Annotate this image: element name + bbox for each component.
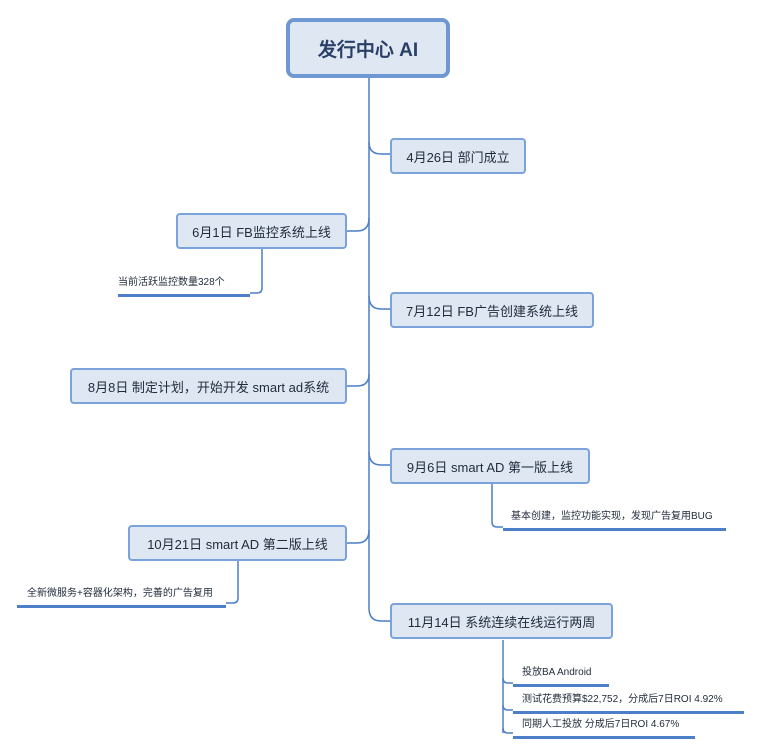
note-v1-features[interactable]: 基本创建，监控功能实现，发现广告复用BUG xyxy=(503,510,726,531)
note-v2-architecture[interactable]: 全新微服务+容器化架构，完善的广告复用 xyxy=(17,587,226,608)
note-active-monitors[interactable]: 当前活跃监控数量328个 xyxy=(118,276,250,297)
branch-m5 xyxy=(368,451,390,466)
branch-m3 xyxy=(368,295,390,310)
milestone-1114[interactable]: 11月14日 系统连续在线运行两周 xyxy=(390,603,613,639)
milestone-0712[interactable]: 7月12日 FB广告创建系统上线 xyxy=(390,292,594,328)
note-connector-6 xyxy=(502,727,513,734)
branch-m4 xyxy=(347,373,370,387)
note-connector-1 xyxy=(250,249,263,294)
note-test-budget[interactable]: 测试花费预算$22,752，分成后7日ROI 4.92% xyxy=(513,693,744,714)
branch-m7 xyxy=(368,607,390,622)
note-ba-android[interactable]: 投放BA Android xyxy=(513,666,609,687)
milestone-0808[interactable]: 8月8日 制定计划，开始开发 smart ad系统 xyxy=(70,368,347,404)
root-topic[interactable]: 发行中心 AI xyxy=(286,18,450,78)
branch-m1 xyxy=(368,141,390,155)
branch-m6 xyxy=(347,529,370,544)
note-connector-4 xyxy=(502,677,513,684)
note-connector-2 xyxy=(491,484,503,528)
milestone-1021[interactable]: 10月21日 smart AD 第二版上线 xyxy=(128,525,347,561)
milestone-0601[interactable]: 6月1日 FB监控系统上线 xyxy=(176,213,347,249)
note-manual-roi[interactable]: 同期人工投放 分成后7日ROI 4.67% xyxy=(513,718,695,739)
branch-m2 xyxy=(347,217,370,232)
milestone-0906[interactable]: 9月6日 smart AD 第一版上线 xyxy=(390,448,590,484)
note-connector-3 xyxy=(226,561,239,604)
note-connector-5 xyxy=(502,704,513,711)
milestone-0426[interactable]: 4月26日 部门成立 xyxy=(390,138,526,174)
